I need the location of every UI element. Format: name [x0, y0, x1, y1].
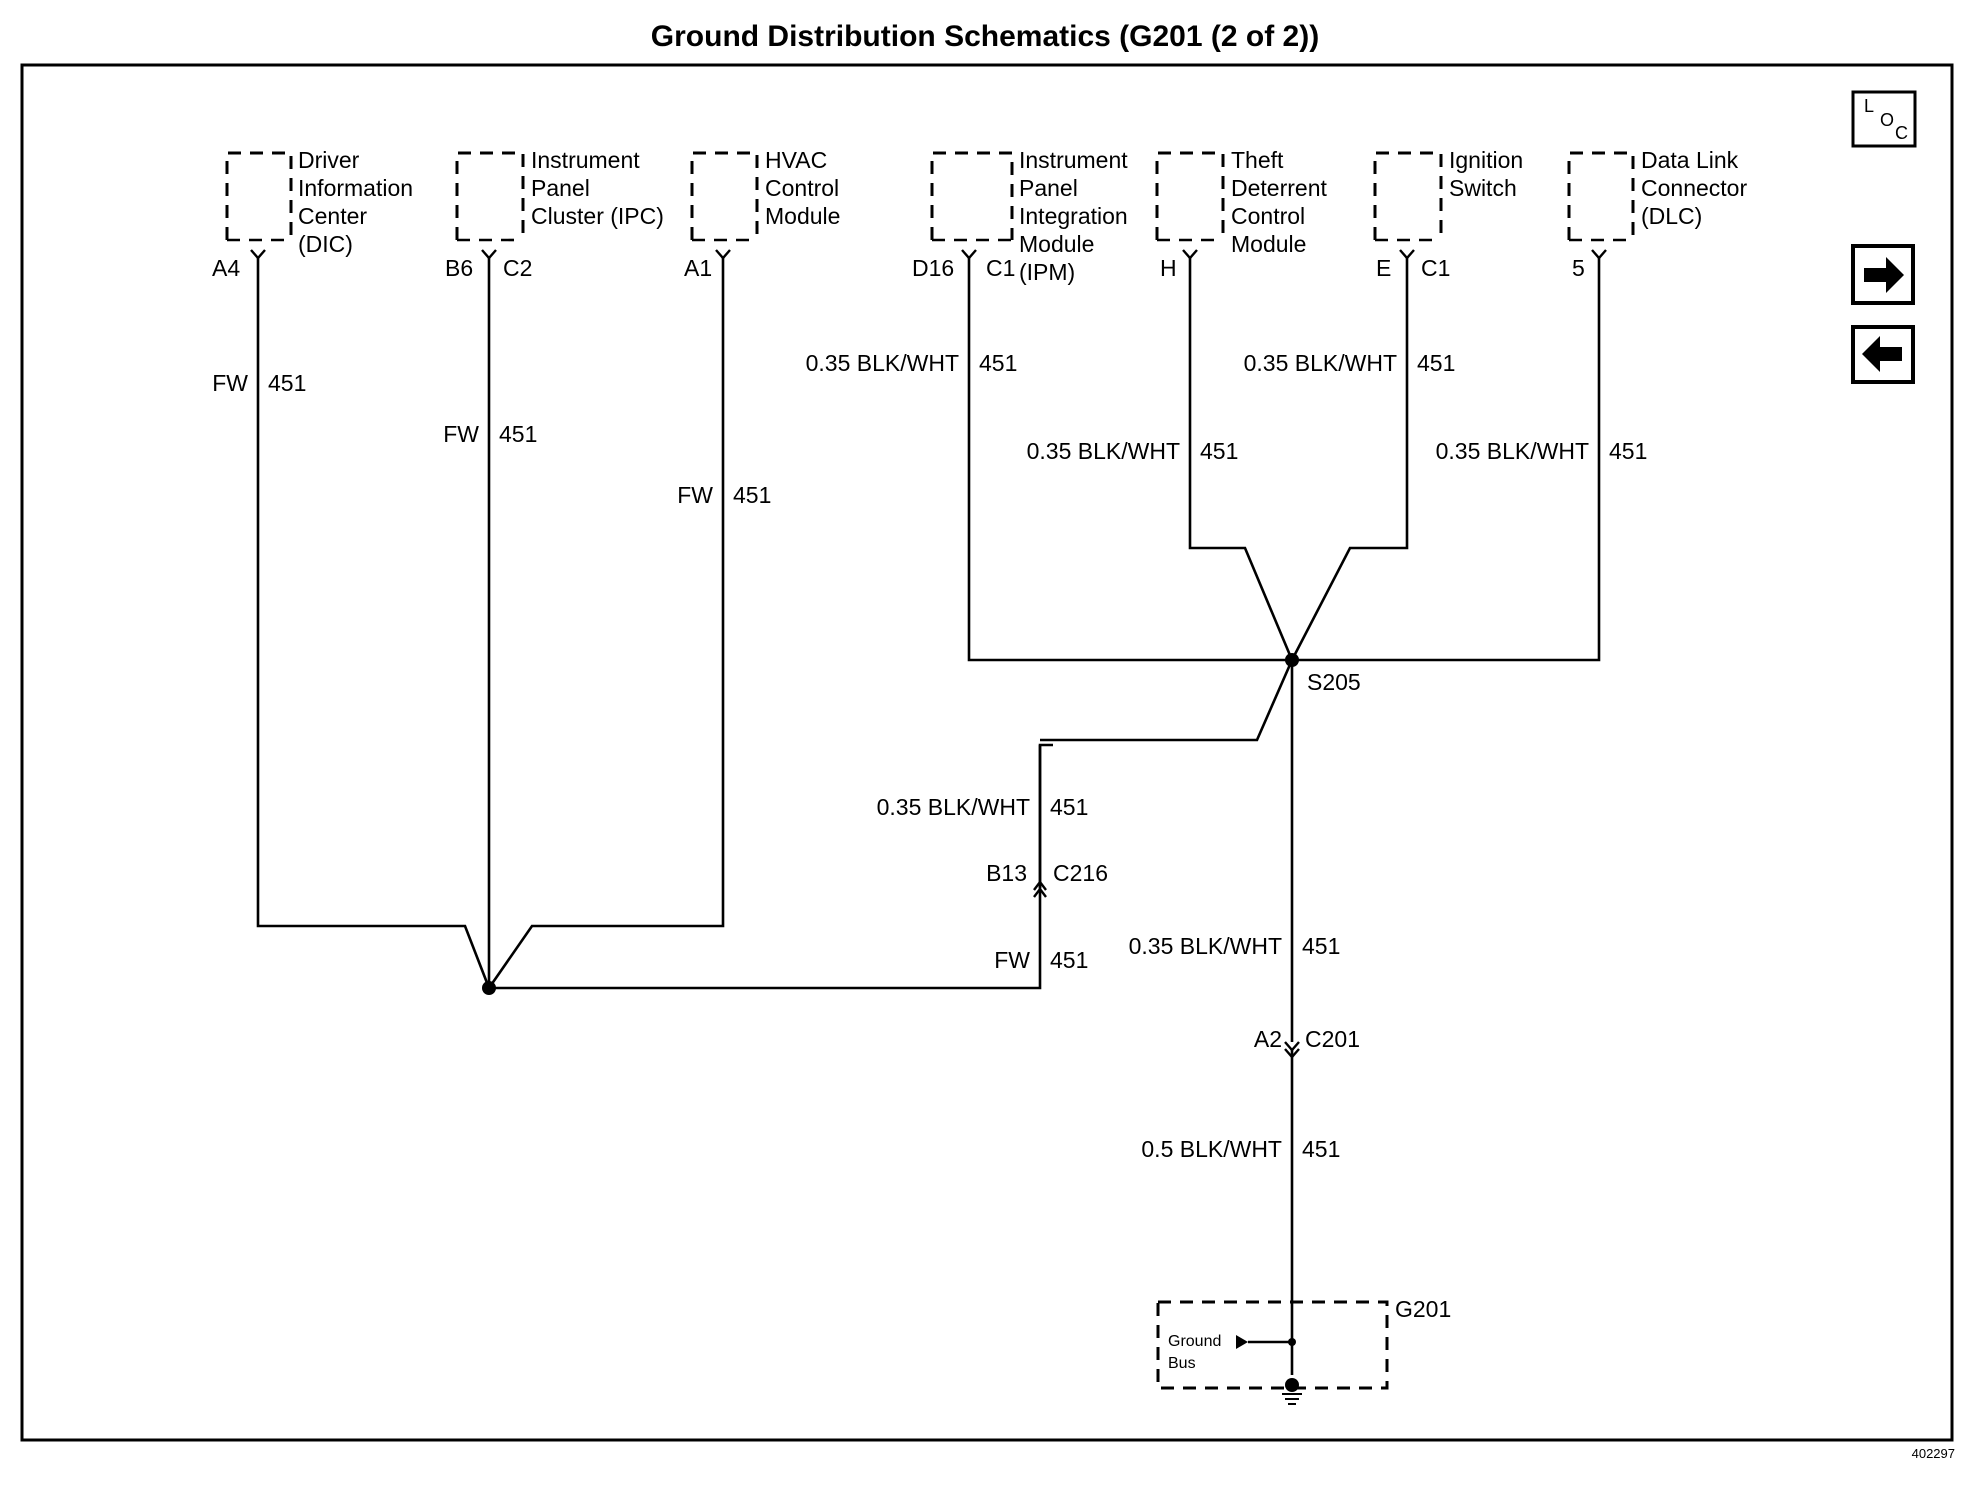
- ipm-label-line-3: Integration: [1019, 203, 1128, 229]
- splice-s205-label: S205: [1307, 669, 1361, 695]
- wire-circuit-dic: 451: [268, 370, 306, 396]
- dlc-label-line-2: Connector: [1641, 175, 1747, 201]
- pin-hvac: A1: [684, 255, 712, 281]
- pin-dic: A4: [212, 255, 240, 281]
- tdcm-label-line-2: Deterrent: [1231, 175, 1327, 201]
- component-ignition-switch: Ignition Switch: [1373, 147, 1523, 242]
- wire-circuit-s205-c216: 451: [1050, 794, 1088, 820]
- ground-g201: G201 Ground Bus: [1156, 1296, 1451, 1405]
- pin-ipm: D16: [912, 255, 954, 281]
- wire-circuit-tdcm: 451: [1200, 438, 1238, 464]
- diagram-frame: [20, 63, 1954, 1442]
- loc-letter-l: L: [1864, 96, 1874, 116]
- ground-bus-label-2: Bus: [1168, 1355, 1196, 1372]
- back-button[interactable]: [1851, 325, 1915, 384]
- splice-left-dot: [482, 981, 496, 995]
- ipm-label-line-2: Panel: [1019, 175, 1078, 201]
- tdcm-label-line-1: Theft: [1231, 147, 1284, 173]
- connector-c216-pin: B13: [986, 860, 1027, 886]
- tdcm-label-line-3: Control: [1231, 203, 1305, 229]
- hvac-label-line-1: HVAC: [765, 147, 827, 173]
- left-ground-wires: [256, 258, 1053, 995]
- wire-circuit-c216-splice: 451: [1050, 947, 1088, 973]
- dlc-label-line-3: (DLC): [1641, 203, 1702, 229]
- component-dlc: Data Link Connector (DLC): [1567, 147, 1747, 242]
- connector-c216-symbol: [1033, 880, 1047, 898]
- wire-circuit-ipc: 451: [499, 421, 537, 447]
- connector-ipc: C2: [503, 255, 532, 281]
- component-dic: Driver Information Center (DIC): [225, 147, 413, 257]
- hvac-label-line-3: Module: [765, 203, 840, 229]
- page-title: Ground Distribution Schematics (G201 (2 …: [651, 20, 1319, 53]
- wire-circuit-dlc: 451: [1609, 438, 1647, 464]
- wire-color-ipc: FW: [443, 421, 479, 447]
- wire-color-c201-g201: 0.5 BLK/WHT: [1141, 1136, 1282, 1162]
- component-ipc: Instrument Panel Cluster (IPC): [455, 147, 664, 242]
- wire-circuit-c201-g201: 451: [1302, 1136, 1340, 1162]
- forward-button[interactable]: [1851, 244, 1915, 305]
- connector-ign: C1: [1421, 255, 1450, 281]
- pin-ipc: B6: [445, 255, 473, 281]
- left-arrow-icon: [1862, 336, 1902, 372]
- wire-color-dic: FW: [212, 370, 248, 396]
- ground-bus-label-1: Ground: [1168, 1333, 1221, 1350]
- connector-c201-pin: A2: [1254, 1026, 1282, 1052]
- wire-color-s205-c201: 0.35 BLK/WHT: [1129, 933, 1282, 959]
- pin-ign: E: [1376, 255, 1391, 281]
- ipc-label-line-2: Panel: [531, 175, 590, 201]
- dlc-label-line-1: Data Link: [1641, 147, 1739, 173]
- wire-color-ipm: 0.35 BLK/WHT: [806, 350, 959, 376]
- tdcm-label-line-4: Module: [1231, 231, 1306, 257]
- ipm-label-line-1: Instrument: [1019, 147, 1128, 173]
- wire-circuit-hvac: 451: [733, 482, 771, 508]
- loc-letter-o: O: [1880, 110, 1894, 130]
- connector-c216-name: C216: [1053, 860, 1108, 886]
- wire-circuit-ign: 451: [1417, 350, 1455, 376]
- wire-color-s205-c216: 0.35 BLK/WHT: [877, 794, 1030, 820]
- dic-label-line-1: Driver: [298, 147, 360, 173]
- connector-c201-name: C201: [1305, 1026, 1360, 1052]
- wire-circuit-s205-c201: 451: [1302, 933, 1340, 959]
- wire-color-ign: 0.35 BLK/WHT: [1244, 350, 1397, 376]
- ign-label-line-2: Switch: [1449, 175, 1517, 201]
- wire-circuit-ipm: 451: [979, 350, 1017, 376]
- ign-label-line-1: Ignition: [1449, 147, 1523, 173]
- ground-g201-label: G201: [1395, 1296, 1451, 1322]
- pin-tdcm: H: [1160, 255, 1177, 281]
- connector-c201-symbol: [1284, 1041, 1300, 1059]
- ground-point-dot: [1285, 1378, 1299, 1392]
- ipm-label-line-5: (IPM): [1019, 259, 1075, 285]
- wire-color-tdcm: 0.35 BLK/WHT: [1027, 438, 1180, 464]
- s205-splice-dot: [1285, 653, 1299, 667]
- right-ground-wires: [967, 258, 1601, 1375]
- ground-symbol-icon: [1282, 1393, 1302, 1405]
- loc-letter-c: C: [1895, 123, 1908, 143]
- loc-button[interactable]: L O C: [1851, 90, 1917, 148]
- ipc-label-line-3: Cluster (IPC): [531, 203, 664, 229]
- wire-color-c216-splice: FW: [994, 947, 1030, 973]
- component-theft-deterrent: Theft Deterrent Control Module: [1155, 147, 1327, 257]
- component-hvac: HVAC Control Module: [690, 147, 840, 242]
- ground-bus-arrow-icon: [1236, 1335, 1248, 1349]
- dic-label-line-4: (DIC): [298, 231, 353, 257]
- right-arrow-icon: [1864, 257, 1904, 293]
- wire-color-hvac: FW: [677, 482, 713, 508]
- ipc-label-line-1: Instrument: [531, 147, 640, 173]
- pin-dlc: 5: [1572, 255, 1585, 281]
- component-ipm: Instrument Panel Integration Module (IPM…: [930, 147, 1128, 285]
- wire-color-dlc: 0.35 BLK/WHT: [1436, 438, 1589, 464]
- connector-ipm: C1: [986, 255, 1015, 281]
- dic-label-line-2: Information: [298, 175, 413, 201]
- ipm-label-line-4: Module: [1019, 231, 1094, 257]
- hvac-label-line-2: Control: [765, 175, 839, 201]
- dic-label-line-3: Center: [298, 203, 367, 229]
- figure-number: 402297: [1912, 1446, 1955, 1461]
